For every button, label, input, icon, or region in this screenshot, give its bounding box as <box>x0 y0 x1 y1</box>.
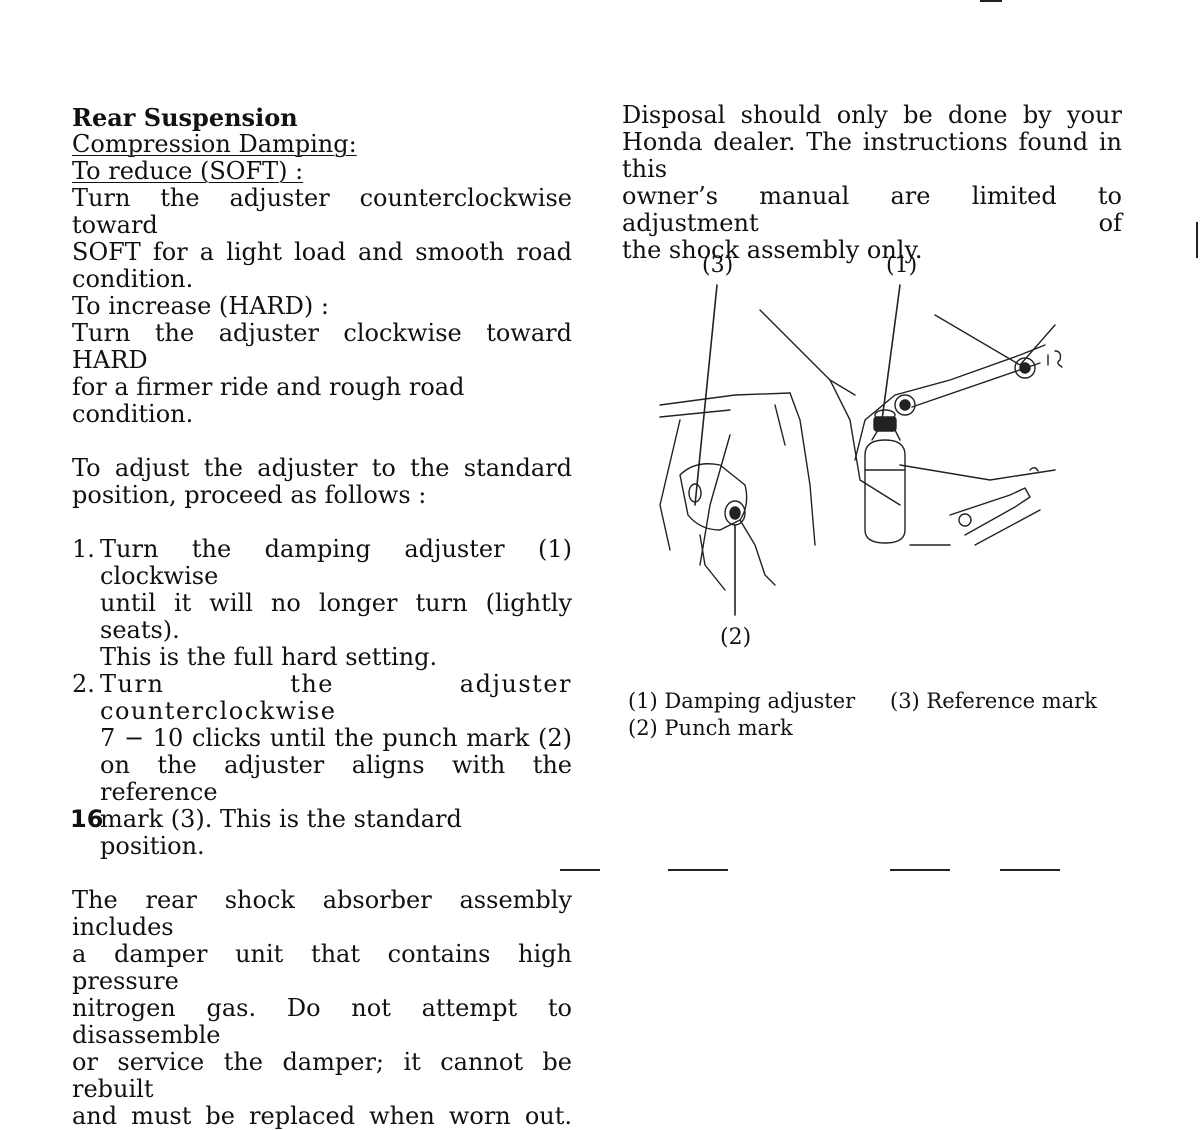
manual-page: Rear Suspension Compression Damping: To … <box>70 0 1198 1130</box>
reduce-text-line-3: condition. <box>72 265 194 293</box>
warning-line-5: and must be replaced when worn out. <box>72 1102 572 1130</box>
disposal-line-1: Disposal should only be done by your <box>622 101 1122 129</box>
scan-edge-mark <box>1196 222 1198 258</box>
increase-text-line-2: for a firmer ride and rough road conditi… <box>72 373 465 428</box>
scan-edge-mark <box>1000 869 1060 871</box>
shock-adjuster-drawing <box>659 284 1063 616</box>
scan-edge-mark <box>668 869 728 871</box>
standard-intro-line-1: To adjust the adjuster to the standard <box>72 454 572 482</box>
scan-edge-mark <box>980 0 1002 2</box>
disposal-line-4: the shock assembly only. <box>622 236 923 264</box>
reduce-label: To reduce (SOFT) : <box>72 157 304 185</box>
legend-item-punch-mark: (2) Punch mark <box>628 716 793 740</box>
right-column: Disposal should only be done by your Hon… <box>622 102 1122 264</box>
step-2-line-4: mark (3). This is the standard position. <box>100 805 462 860</box>
shock-adjuster-illustration: (3) (1) (2) <box>650 245 1080 665</box>
left-column: Rear Suspension Compression Damping: To … <box>72 104 572 1130</box>
step-1: 1.Turn the damping adjuster (1) clockwis… <box>72 536 572 671</box>
warning-line-4: or service the damper; it cannot be rebu… <box>72 1048 572 1103</box>
step-number: 2. <box>72 670 95 698</box>
step-2-line-3: on the adjuster aligns with the referenc… <box>100 751 572 806</box>
step-2-line-1: Turn the adjuster counterclockwise <box>100 670 572 725</box>
step-1-line-3: This is the full hard setting. <box>100 643 438 671</box>
disposal-line-2: Honda dealer. The instructions found in … <box>622 128 1122 183</box>
warning-line-3: nitrogen gas. Do not attempt to disassem… <box>72 994 572 1049</box>
scan-edge-mark <box>890 869 950 871</box>
callout-punch-mark: (2) <box>720 625 752 650</box>
legend-item-damping-adjuster: (1) Damping adjuster <box>628 689 856 713</box>
step-2-line-2: 7 − 10 clicks until the punch mark (2) <box>100 724 572 752</box>
step-number: 1. <box>72 535 95 563</box>
callout-damping-adjuster: (1) <box>886 253 918 278</box>
warning-line-2: a damper unit that contains high pressur… <box>72 940 572 995</box>
section-heading: Rear Suspension <box>72 103 298 132</box>
reduce-text-line-2: SOFT for a light load and smooth road <box>72 238 572 266</box>
step-1-line-1: Turn the damping adjuster (1) clockwise <box>100 535 572 590</box>
figure-legend: (1) Damping adjuster (3) Reference mark … <box>628 688 1108 742</box>
page-number: 16 <box>70 805 104 833</box>
legend-item-reference-mark: (3) Reference mark <box>890 689 1097 713</box>
increase-label: To increase (HARD) : <box>72 292 329 320</box>
scan-edge-mark <box>560 869 600 871</box>
increase-text-line-1: Turn the adjuster clockwise toward HARD <box>72 319 572 374</box>
step-1-line-2: until it will no longer turn (lightly se… <box>100 589 572 644</box>
callout-reference-mark: (3) <box>702 253 734 278</box>
standard-intro-line-2: position, proceed as follows : <box>72 481 427 509</box>
warning-line-1: The rear shock absorber assembly include… <box>72 886 572 941</box>
subheading-compression-damping: Compression Damping: <box>72 130 357 158</box>
disposal-line-3: owner’s manual are limited to adjustment… <box>622 182 1122 237</box>
step-2: 2.Turn the adjuster counterclockwise 7 −… <box>72 671 572 860</box>
reduce-text-line-1: Turn the adjuster counterclockwise towar… <box>72 184 572 239</box>
